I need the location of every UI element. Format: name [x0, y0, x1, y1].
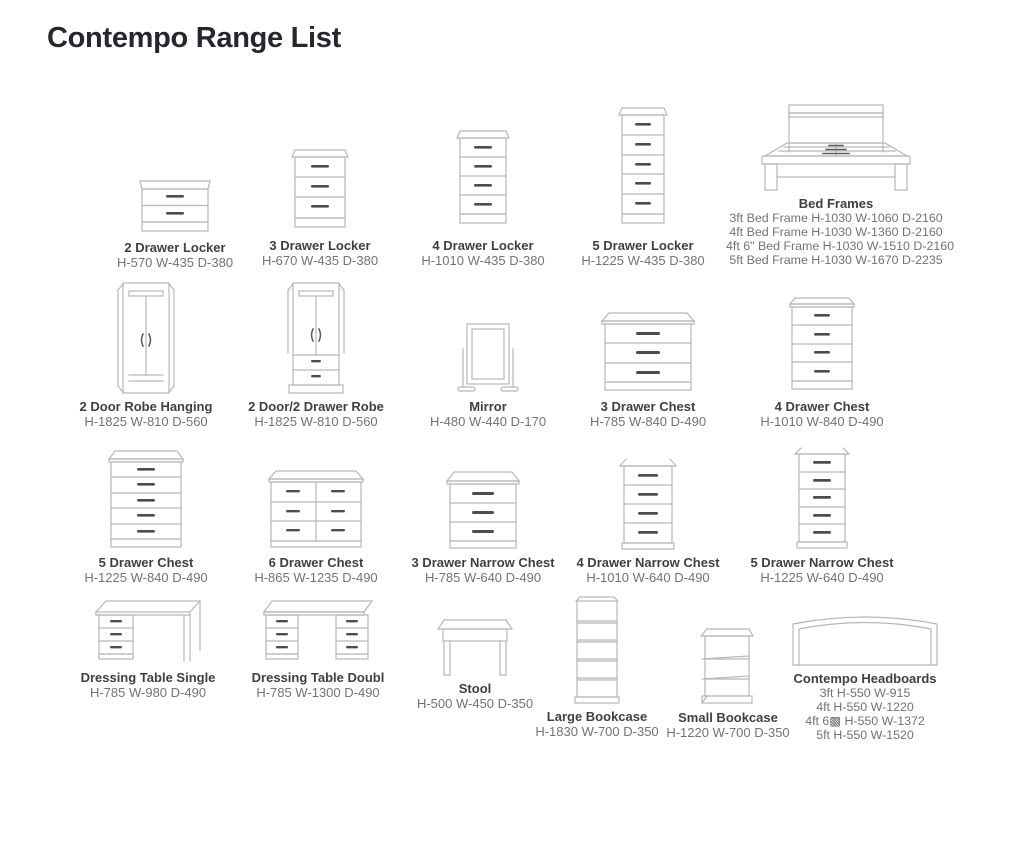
product-name: 2 Drawer Locker: [124, 240, 226, 255]
chest-5-drawer-illustration: [66, 449, 226, 551]
product-dimensions: H-480 W-440 D-170: [429, 414, 547, 429]
card-5-drawer-narrow-chest: 5 Drawer Narrow Chest H-1225 W-640 D-490: [737, 446, 907, 585]
small-bookcase-illustration: [648, 626, 808, 706]
bed-frame-illustration: [726, 102, 946, 192]
product-dimensions: H-865 W-1235 D-490: [254, 570, 378, 585]
product-name: 6 Drawer Chest: [268, 555, 364, 570]
product-name: Dressing Table Single: [80, 670, 216, 685]
card-3-drawer-locker: 3 Drawer Locker H-670 W-435 D-380: [240, 146, 400, 268]
product-dimensions: H-785 W-640 D-490: [424, 570, 542, 585]
product-name: 3 Drawer Chest: [600, 399, 696, 414]
product-dimensions: H-1225 W-840 D-490: [84, 570, 208, 585]
mirror-illustration: [408, 321, 568, 395]
product-dimensions: 3ft Bed Frame H-1030 W-1060 D-2160 4ft B…: [726, 211, 955, 267]
product-name: Mirror: [469, 399, 507, 414]
card-4-drawer-chest: 4 Drawer Chest H-1010 W-840 D-490: [742, 295, 902, 429]
product-dimensions: H-1825 W-810 D-560: [84, 414, 208, 429]
locker-3-drawer-illustration: [240, 146, 400, 234]
product-name: 5 Drawer Locker: [592, 238, 694, 253]
product-dimensions: H-1225 W-435 D-380: [581, 253, 705, 268]
card-2-drawer-locker: 2 Drawer Locker H-570 W-435 D-380: [95, 176, 255, 270]
product-name: Small Bookcase: [678, 710, 778, 725]
card-dressing-table-double: Dressing Table Doubl H-785 W-1300 D-490: [228, 598, 408, 700]
locker-2-drawer-illustration: [95, 176, 255, 236]
narrow-chest-3-drawer-illustration: [398, 469, 568, 551]
card-stool: Stool H-500 W-450 D-350: [405, 617, 545, 711]
dressing-table-double-illustration: [228, 598, 408, 666]
product-name: 4 Drawer Narrow Chest: [576, 555, 720, 570]
product-name: Dressing Table Doubl: [251, 670, 385, 685]
narrow-chest-5-drawer-illustration: [737, 446, 907, 551]
product-dimensions: H-1825 W-810 D-560: [254, 414, 378, 429]
robe-2-door-illustration: [66, 281, 226, 395]
product-name: Large Bookcase: [546, 709, 648, 724]
product-name: 4 Drawer Locker: [432, 238, 534, 253]
card-5-drawer-locker: 5 Drawer Locker H-1225 W-435 D-380: [563, 106, 723, 268]
card-6-drawer-chest: 6 Drawer Chest H-865 W-1235 D-490: [236, 467, 396, 585]
product-dimensions: H-1830 W-700 D-350: [535, 724, 659, 739]
product-dimensions: H-1010 W-840 D-490: [760, 414, 884, 429]
stool-illustration: [405, 617, 545, 677]
card-2-door-robe-hanging: 2 Door Robe Hanging H-1825 W-810 D-560: [66, 281, 226, 429]
product-name: 2 Door/2 Drawer Robe: [248, 399, 384, 414]
chest-3-drawer-illustration: [568, 311, 728, 395]
page-title: Contempo Range List: [47, 22, 341, 54]
product-dimensions: H-670 W-435 D-380: [261, 253, 379, 268]
product-name: 3 Drawer Locker: [269, 238, 371, 253]
card-4-drawer-locker: 4 Drawer Locker H-1010 W-435 D-380: [403, 128, 563, 268]
card-small-bookcase: Small Bookcase H-1220 W-700 D-350: [648, 626, 808, 740]
product-dimensions: H-570 W-435 D-380: [116, 255, 234, 270]
card-3-drawer-narrow-chest: 3 Drawer Narrow Chest H-785 W-640 D-490: [398, 469, 568, 585]
large-bookcase-illustration: [518, 595, 676, 705]
locker-4-drawer-illustration: [403, 128, 563, 234]
product-dimensions: H-500 W-450 D-350: [416, 696, 534, 711]
card-dressing-table-single: Dressing Table Single H-785 W-980 D-490: [43, 598, 253, 700]
locker-5-drawer-illustration: [563, 106, 723, 234]
product-dimensions: H-1010 W-640 D-490: [586, 570, 710, 585]
product-name: Stool: [458, 681, 492, 696]
headboard-illustration: [765, 607, 965, 667]
chest-6-drawer-illustration: [236, 467, 396, 551]
card-3-drawer-chest: 3 Drawer Chest H-785 W-840 D-490: [568, 311, 728, 429]
product-dimensions: H-1225 W-640 D-490: [760, 570, 884, 585]
narrow-chest-4-drawer-illustration: [563, 457, 733, 551]
product-dimensions: H-785 W-980 D-490: [89, 685, 207, 700]
product-dimensions: 3ft H-550 W-915 4ft H-550 W-1220 4ft 6▩ …: [805, 686, 925, 742]
card-2-door-2-drawer-robe: 2 Door/2 Drawer Robe H-1825 W-810 D-560: [236, 281, 396, 429]
chest-4-drawer-illustration: [742, 295, 902, 395]
product-name: 2 Door Robe Hanging: [79, 399, 213, 414]
card-4-drawer-narrow-chest: 4 Drawer Narrow Chest H-1010 W-640 D-490: [563, 457, 733, 585]
card-contempo-headboards: Contempo Headboards 3ft H-550 W-915 4ft …: [765, 607, 965, 742]
product-name: 5 Drawer Chest: [98, 555, 194, 570]
product-dimensions: H-785 W-1300 D-490: [256, 685, 380, 700]
product-name: 3 Drawer Narrow Chest: [411, 555, 555, 570]
product-name: Contempo Headboards: [793, 671, 937, 686]
card-5-drawer-chest: 5 Drawer Chest H-1225 W-840 D-490: [66, 449, 226, 585]
dressing-table-single-illustration: [43, 598, 253, 666]
card-mirror: Mirror H-480 W-440 D-170: [408, 321, 568, 429]
card-bed-frames: Bed Frames 3ft Bed Frame H-1030 W-1060 D…: [726, 102, 955, 267]
product-name: Bed Frames: [798, 196, 874, 211]
product-dimensions: H-785 W-840 D-490: [589, 414, 707, 429]
card-large-bookcase: Large Bookcase H-1830 W-700 D-350: [518, 595, 676, 739]
robe-2-door-2-drawer-illustration: [236, 281, 396, 395]
product-dimensions: H-1010 W-435 D-380: [421, 253, 545, 268]
product-name: 5 Drawer Narrow Chest: [750, 555, 894, 570]
product-dimensions: H-1220 W-700 D-350: [666, 725, 790, 740]
product-name: 4 Drawer Chest: [774, 399, 870, 414]
